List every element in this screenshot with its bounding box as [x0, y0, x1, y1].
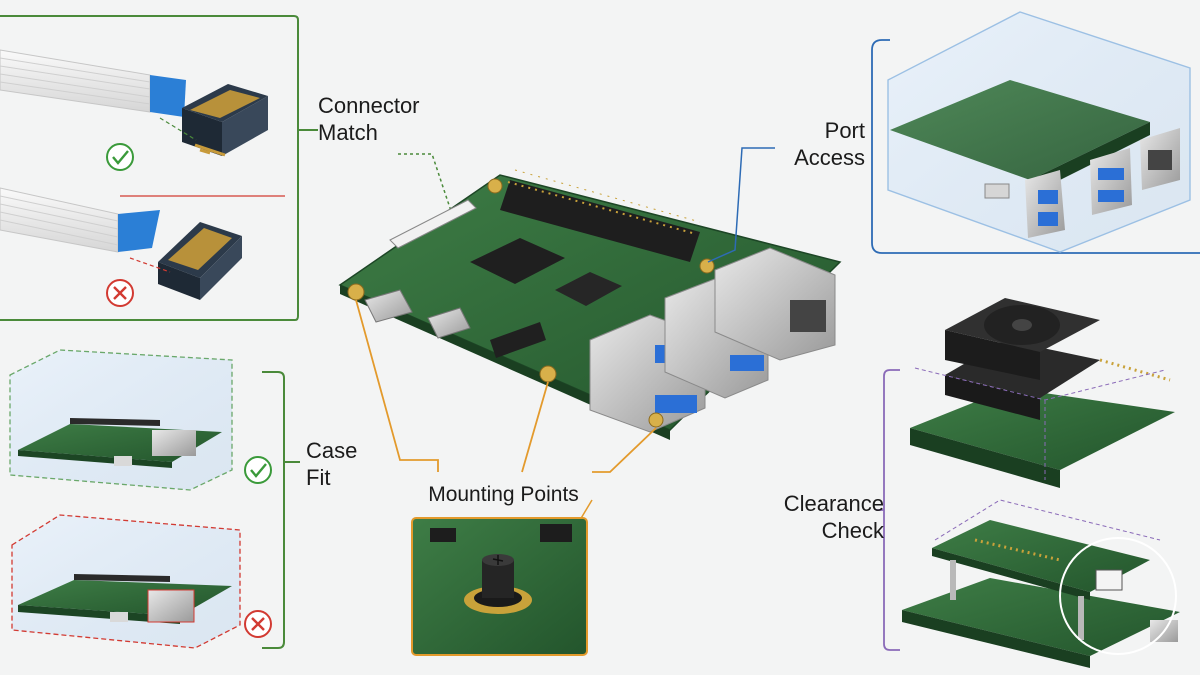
soc-chip [470, 238, 565, 284]
mounting-hole [347, 283, 365, 301]
connector-match-label: Connector Match [318, 93, 420, 145]
case-fit-good [9, 349, 233, 491]
case-fit-bad [11, 514, 241, 649]
port-leader [707, 147, 775, 263]
mounting-hole [539, 365, 557, 383]
clearance-check-label: Clearance Check [783, 491, 884, 543]
camera-header [490, 322, 546, 358]
main-board [338, 169, 842, 440]
mounting-points-callout [355, 299, 657, 656]
case-fit-panel [9, 349, 300, 649]
ethernet-port [714, 247, 836, 361]
mounting-hole [487, 178, 503, 194]
check-icon [106, 143, 134, 171]
cross-icon [244, 610, 272, 638]
gpio-header [500, 169, 701, 262]
port-access-panel [707, 11, 1200, 263]
clearance-bracket [876, 369, 900, 651]
stacked-board [902, 499, 1180, 668]
heatsink-board [910, 298, 1175, 488]
mounting-hole [699, 258, 715, 274]
micro-hdmi-port [427, 307, 471, 339]
mounting-hole [648, 412, 664, 428]
case-bracket [262, 371, 300, 649]
mounting-inset [411, 517, 588, 656]
display-connector [389, 199, 477, 249]
clearance-check-panel [876, 298, 1180, 668]
mounting-points-label: Mounting Points [428, 483, 579, 506]
case-fit-label: Case Fit [306, 438, 358, 490]
port-bracket [871, 39, 1200, 254]
ribbon-cable-top [0, 49, 186, 117]
board-connector-bottom [158, 222, 242, 300]
port-access-label: Port Access [794, 118, 865, 170]
connector-bracket [0, 15, 318, 321]
connector-match-panel [0, 15, 459, 321]
board-connector-top [182, 84, 268, 157]
connector-leader-top [159, 117, 197, 141]
clear-case [887, 11, 1191, 253]
ribbon-cable-bottom [0, 187, 160, 253]
usb-c-port [364, 289, 413, 323]
cross-icon [106, 279, 134, 307]
connector-leader-bottom [129, 257, 171, 273]
check-icon [244, 456, 272, 484]
ram-chip [555, 272, 622, 306]
